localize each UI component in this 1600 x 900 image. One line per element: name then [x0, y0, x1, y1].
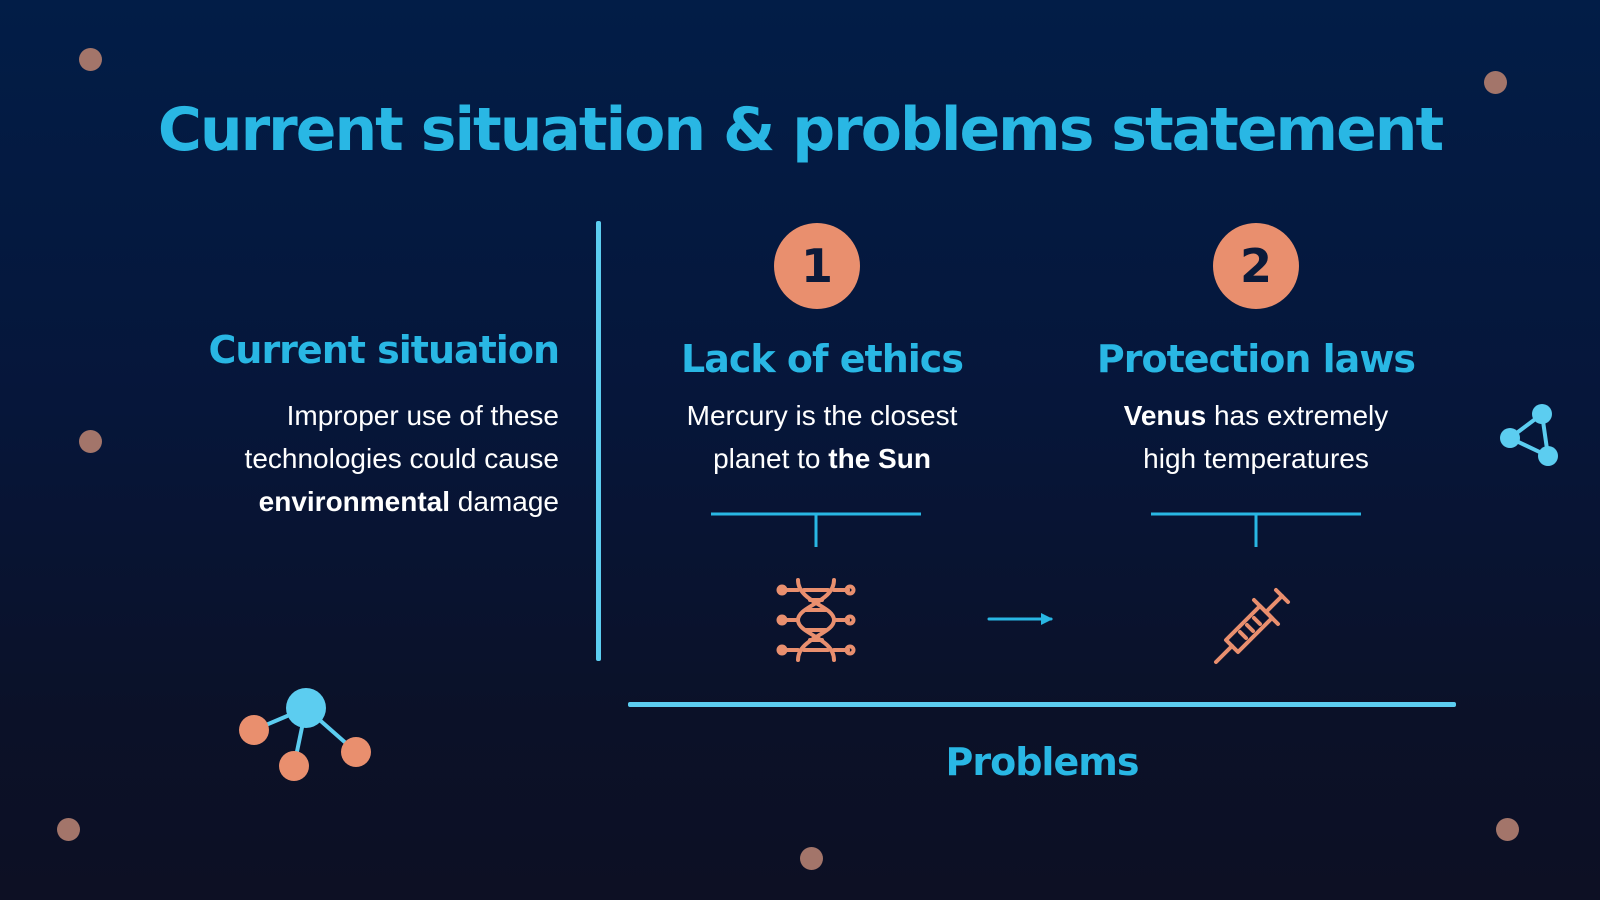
current-situation-heading: Current situation — [208, 328, 560, 372]
bracket-connector-1 — [711, 512, 921, 547]
problem-1-heading: Lack of ethics — [681, 337, 964, 381]
problem-1-line-2: planet to the Sun — [647, 437, 997, 480]
environmental-bold: environmental — [258, 486, 451, 517]
current-situation-line-2: technologies could cause — [244, 443, 559, 474]
arrow-right-icon — [987, 613, 1053, 625]
problem-1-text: Mercury is the closest planet to the Sun — [647, 394, 997, 480]
problem-2-line-2: high temperatures — [1143, 443, 1369, 474]
decorative-dot — [79, 430, 102, 453]
problem-2-line-1-end: has extremely — [1206, 400, 1389, 431]
current-situation-text: Improper use of these technologies could… — [139, 394, 559, 523]
vertical-divider — [596, 221, 601, 661]
problem-2-line-1: Venus has extremely — [1081, 394, 1431, 437]
decorative-dot — [1496, 818, 1519, 841]
number-badge-2: 2 — [1213, 223, 1299, 309]
molecule-icon — [239, 688, 371, 781]
problem-1-line-1: Mercury is the closest — [686, 400, 958, 431]
decorative-dot — [1484, 71, 1507, 94]
current-situation-line-1: Improper use of these — [286, 400, 559, 431]
the-sun-bold: the Sun — [828, 443, 931, 474]
problems-label: Problems — [945, 740, 1140, 784]
bracket-connector-2 — [1151, 512, 1361, 547]
page-title: Current situation & problems statement — [157, 95, 1444, 165]
problem-2-heading: Protection laws — [1096, 337, 1416, 381]
syringe-icon — [1214, 588, 1290, 664]
problems-divider — [628, 702, 1456, 707]
network-icon — [1500, 404, 1558, 466]
problem-1-line-2-start: planet to — [713, 443, 829, 474]
number-badge-1: 1 — [774, 223, 860, 309]
current-situation-line-3-end: damage — [450, 486, 559, 517]
decorative-dot — [79, 48, 102, 71]
decorative-dot — [57, 818, 80, 841]
venus-bold: Venus — [1123, 400, 1207, 431]
dna-icon — [776, 578, 856, 662]
problem-2-text: Venus has extremely high temperatures — [1081, 394, 1431, 480]
decorative-dot — [800, 847, 823, 870]
current-situation-line-3: environmental damage — [139, 480, 559, 523]
